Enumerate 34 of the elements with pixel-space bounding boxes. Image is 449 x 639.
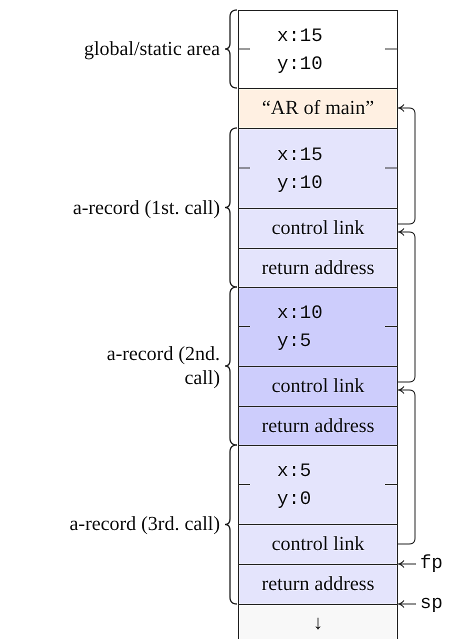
- slot-label: return address: [262, 256, 374, 280]
- stack-slot: [238, 445, 398, 525]
- variable-value: x:10: [277, 301, 323, 326]
- variable-value: x:15: [277, 142, 323, 168]
- stack-slot: [238, 10, 398, 89]
- stack-slot: [238, 208, 398, 249]
- stack-slot: [238, 406, 398, 446]
- stack-slot: [238, 128, 398, 209]
- slot-label: return address: [262, 414, 374, 438]
- slot-label: “AR of main”: [262, 97, 374, 120]
- stack-slot: [238, 366, 398, 407]
- variable-value: y:5: [277, 329, 312, 354]
- variable-value: y:10: [277, 170, 323, 196]
- slot-label: ↓: [313, 612, 323, 634]
- group-label: a-record (3rd. call): [68, 512, 220, 536]
- pointer-label: sp: [420, 592, 443, 614]
- slot-label: return address: [262, 573, 374, 596]
- stack-slot: [238, 248, 398, 288]
- variable-value: y:10: [277, 52, 323, 76]
- stack-slot: [238, 604, 398, 639]
- stack-slot: [238, 287, 398, 367]
- group-label: a-record (1st. call): [72, 196, 220, 220]
- variable-value: x:15: [277, 24, 323, 48]
- pointer-label: fp: [420, 552, 443, 574]
- stack-slot: [238, 564, 398, 605]
- group-label: a-record (2nd. call): [106, 342, 220, 390]
- stack-slot: [238, 88, 398, 129]
- slot-label: control link: [272, 375, 364, 398]
- variable-value: x:5: [277, 459, 312, 484]
- group-label: global/static area: [82, 37, 220, 61]
- slot-label: control link: [272, 217, 364, 240]
- stack-slot: [238, 524, 398, 565]
- slot-label: control link: [272, 533, 364, 556]
- variable-value: y:0: [277, 487, 312, 512]
